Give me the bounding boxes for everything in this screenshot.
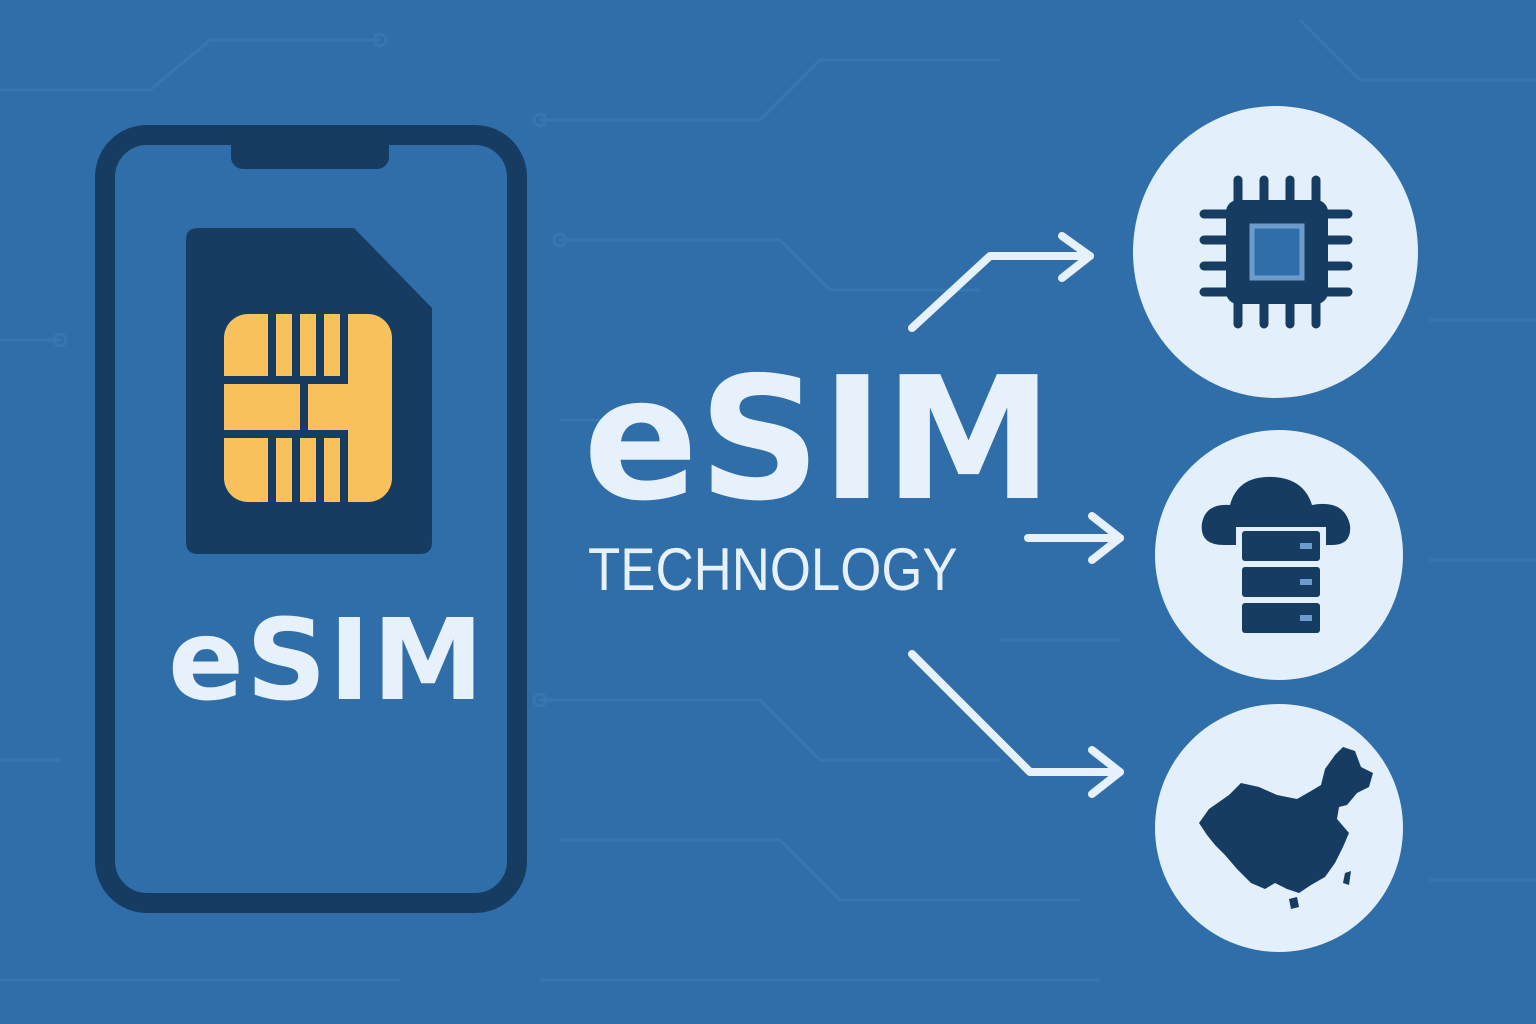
- arrow-to-map: [908, 650, 1124, 776]
- cloud-server-icon: [1201, 476, 1351, 635]
- esim-title: eSIM: [583, 341, 1054, 539]
- technology-subtitle: TECHNOLOGY: [588, 536, 958, 603]
- arrows: [908, 232, 1124, 798]
- chip-circle: [1133, 106, 1418, 398]
- phone-notch: [231, 125, 389, 169]
- phone-esim-label: eSIM: [168, 596, 486, 726]
- arrow-to-chip: [908, 252, 1094, 332]
- china-map-icon: [1199, 747, 1373, 909]
- sim-card-icon: [186, 228, 432, 554]
- map-circle: [1155, 704, 1403, 952]
- chip-icon: [1199, 175, 1352, 329]
- cloud-server-circle: [1155, 430, 1403, 680]
